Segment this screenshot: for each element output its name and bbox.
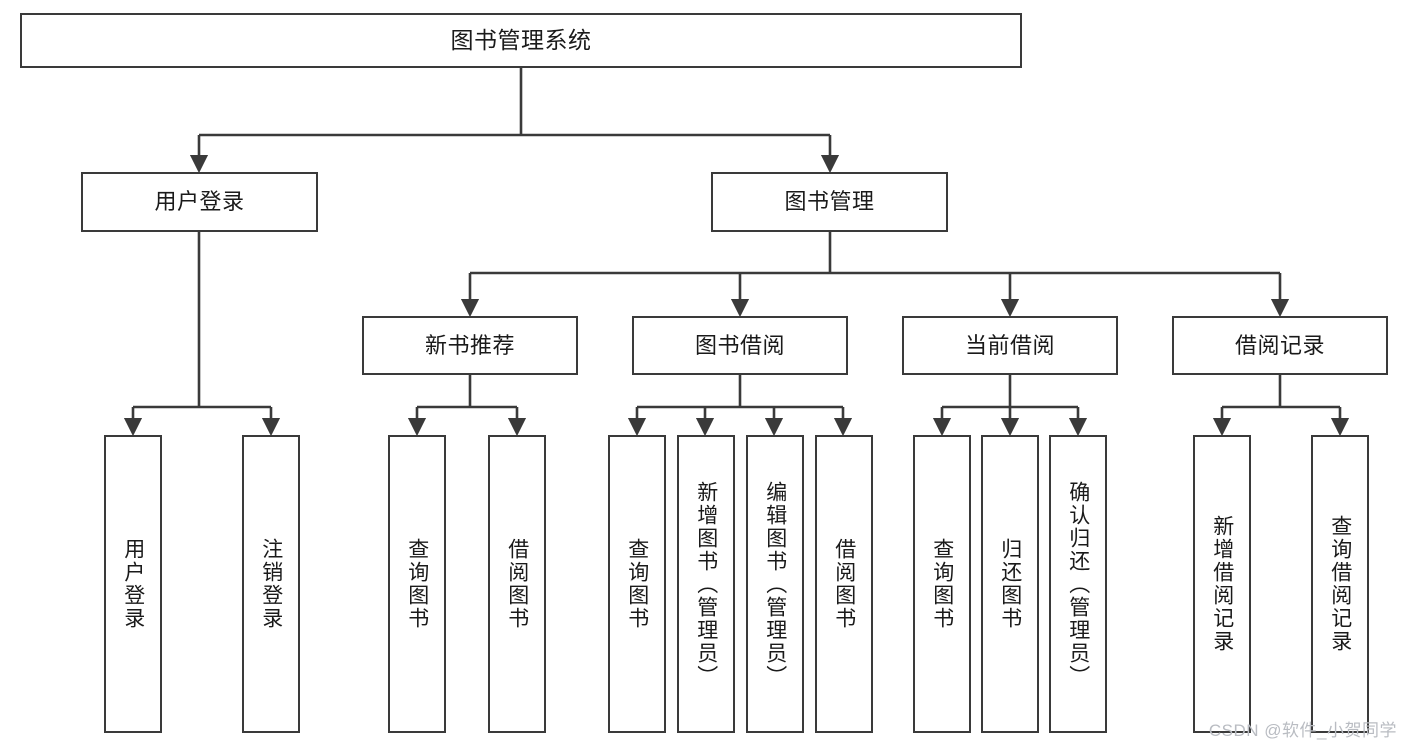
leaf-return-book[interactable]: 归还图书 [981,435,1039,733]
node-borrow-record[interactable]: 借阅记录 [1172,316,1388,375]
node-label: 查询图书 [625,538,649,630]
node-label: 新增图书（管理员） [694,480,718,688]
leaf-confirm-return-admin[interactable]: 确认归还（管理员） [1049,435,1107,733]
node-label: 编辑图书（管理员） [763,480,787,688]
node-book-borrow[interactable]: 图书借阅 [632,316,848,375]
leaf-query-borrow-record[interactable]: 查询借阅记录 [1311,435,1369,733]
node-label: 确认归还（管理员） [1066,480,1090,688]
node-label: 用户登录 [121,538,145,630]
leaf-add-borrow-record[interactable]: 新增借阅记录 [1193,435,1251,733]
node-label: 借阅记录 [1234,332,1325,358]
leaf-logout[interactable]: 注销登录 [242,435,300,733]
leaf-user-login[interactable]: 用户登录 [104,435,162,733]
node-book-management[interactable]: 图书管理 [711,172,948,232]
node-label: 注销登录 [259,538,283,630]
node-label: 归还图书 [998,538,1022,630]
node-label: 查询图书 [930,538,954,630]
node-current-borrow[interactable]: 当前借阅 [902,316,1118,375]
node-root-system[interactable]: 图书管理系统 [20,13,1022,68]
node-label: 新增借阅记录 [1210,515,1234,653]
leaf-edit-book-admin[interactable]: 编辑图书（管理员） [746,435,804,733]
node-label: 借阅图书 [832,538,856,630]
node-label: 用户登录 [154,189,245,214]
leaf-borrow-book-recommend[interactable]: 借阅图书 [488,435,546,733]
csdn-watermark: CSDN @软件_小贺同学 [1208,721,1397,740]
leaf-query-book[interactable]: 查询图书 [608,435,666,733]
node-label: 查询借阅记录 [1328,515,1352,653]
node-label: 当前借阅 [964,332,1055,358]
node-label: 借阅图书 [505,538,529,630]
node-label: 新书推荐 [424,332,515,358]
node-user-login[interactable]: 用户登录 [81,172,318,232]
leaf-query-book-recommend[interactable]: 查询图书 [388,435,446,733]
node-label: 图书借阅 [694,332,785,358]
node-label: 图书管理系统 [450,27,592,53]
node-label: 图书管理 [784,189,875,214]
node-label: 查询图书 [405,538,429,630]
leaf-borrow-book[interactable]: 借阅图书 [815,435,873,733]
leaf-add-book-admin[interactable]: 新增图书（管理员） [677,435,735,733]
node-new-book-recommend[interactable]: 新书推荐 [362,316,578,375]
leaf-query-book-current[interactable]: 查询图书 [913,435,971,733]
